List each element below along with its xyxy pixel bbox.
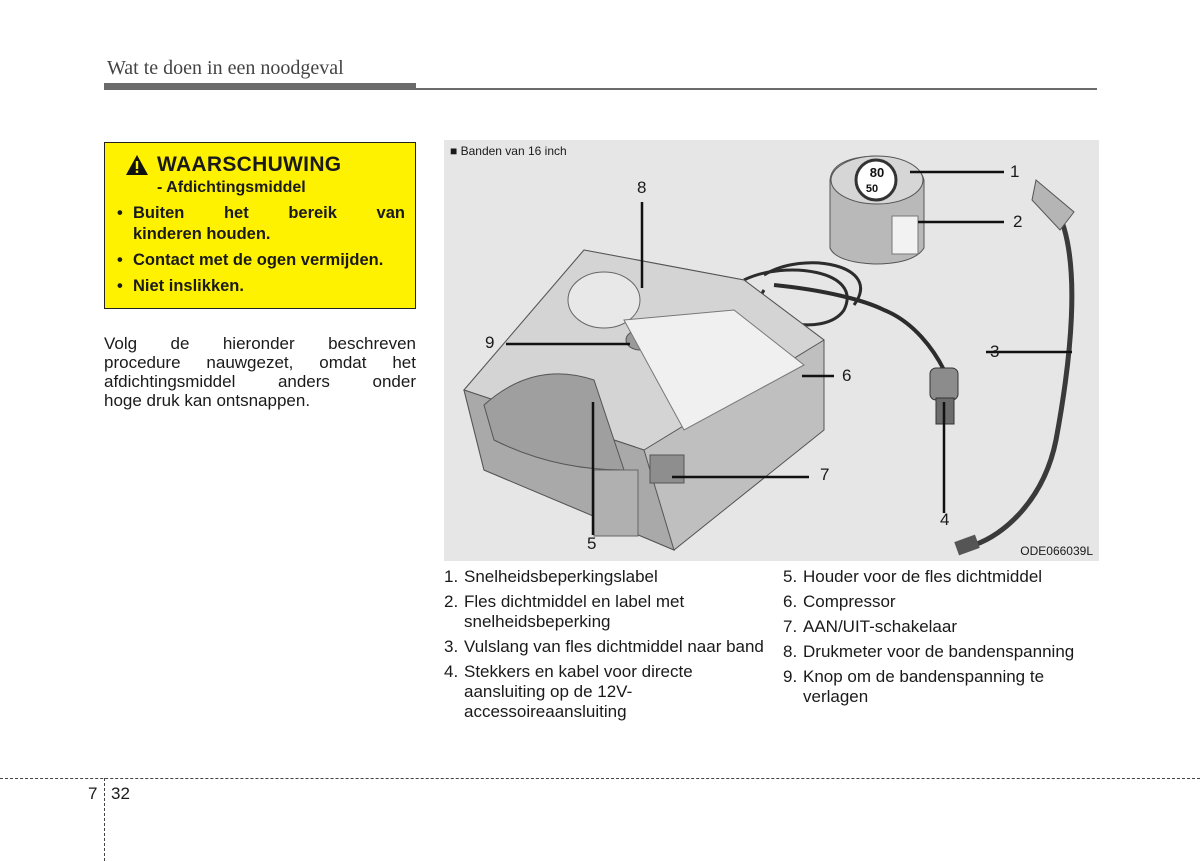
legend-item: 8. Drukmeter voor de bandenspanning <box>783 642 1103 662</box>
callout-3: 3 <box>990 342 1000 361</box>
paragraph-line: afdichtingsmiddel anders onder <box>104 372 416 391</box>
warning-list: Buiten het bereik van kinderen houden. Co… <box>117 203 405 297</box>
warning-triangle-icon <box>126 155 148 175</box>
paragraph-line: hoge druk kan ontsnappen. <box>104 391 311 410</box>
callout-4: 4 <box>940 510 950 529</box>
figure-caption: ■ Banden van 16 inch <box>450 144 567 158</box>
header-rule-thin <box>416 88 1097 90</box>
legend-text: Knop om de bandenspanning te verlagen <box>803 667 1045 706</box>
figure-caption-text: Banden van 16 inch <box>460 144 567 158</box>
chapter-number: 7 <box>88 784 98 803</box>
warning-item: Niet inslikken. <box>117 276 405 297</box>
compressor-body <box>463 249 825 551</box>
legend-number: 7. <box>783 617 798 636</box>
legend-number: 4. <box>444 662 459 681</box>
speed-label-50: 50 <box>866 183 878 195</box>
tire-repair-kit-illustration: 80 50 <box>463 155 1075 556</box>
page-number: 32 <box>111 784 130 803</box>
header-rule-thick <box>104 83 416 90</box>
legend-item: 6. Compressor <box>783 592 1103 612</box>
legend-right: 5. Houder voor de fles dichtmiddel 6. Comp… <box>783 567 1103 712</box>
callout-5: 5 <box>587 534 597 553</box>
legend-number: 6. <box>783 592 798 611</box>
callout-lines <box>506 170 1072 535</box>
vent-grille <box>593 469 639 537</box>
speed-label-80: 80 <box>870 165 884 180</box>
compressor-figure: 80 50 <box>444 140 1099 561</box>
footer-divider <box>104 778 105 861</box>
legend-number: 8. <box>783 642 798 661</box>
paragraph-line: procedure nauwgezet, omdat het <box>104 353 416 372</box>
legend-number: 9. <box>783 667 798 686</box>
callout-8: 8 <box>637 178 647 197</box>
legend-number: 2. <box>444 592 459 611</box>
legend-text: Snelheidsbeperkingslabel <box>464 567 658 586</box>
legend-item: 3. Vulslang van fles dichtmiddel naar ban… <box>444 637 764 657</box>
warning-item: Contact met de ogen vermijden. <box>117 250 405 271</box>
legend-left: 1. Snelheidsbeperkingslabel 2. Fles dichtm… <box>444 567 764 727</box>
filler-hose <box>973 206 1075 548</box>
warning-title: WAARSCHUWING <box>157 153 342 176</box>
power-cable <box>773 283 946 371</box>
warning-item-line: kinderen houden. <box>133 225 271 243</box>
legend-number: 1. <box>444 567 459 586</box>
callout-2: 2 <box>1013 212 1023 231</box>
pressure-gauge <box>567 271 641 329</box>
figure-code: ODE066039L <box>1020 544 1093 558</box>
footer-rule <box>0 778 1200 779</box>
legend-item: 7. AAN/UIT-schakelaar <box>783 617 1103 637</box>
hose-valve <box>954 534 980 556</box>
hose-connector <box>1031 179 1075 231</box>
section-title: Wat te doen in een noodgeval <box>107 57 344 79</box>
warning-heading: WAARSCHUWING <box>125 153 405 177</box>
instruction-paragraph: Volg de hieronder beschreven procedure n… <box>104 334 416 410</box>
legend-text: Compressor <box>803 592 896 611</box>
legend-item: 1. Snelheidsbeperkingslabel <box>444 567 764 587</box>
legend-text: Fles dichtmiddel en label met snelheidsb… <box>464 592 685 631</box>
warning-item: Buiten het bereik van kinderen houden. <box>117 203 405 245</box>
sealant-bottle: 80 50 <box>829 155 925 265</box>
legend-number: 3. <box>444 637 459 656</box>
legend-text: Vulslang van fles dichtmiddel naar band <box>464 637 764 656</box>
warning-item-line: Buiten het bereik van <box>133 204 405 222</box>
legend-item: 9. Knop om de bandenspanning te verlagen <box>783 667 1103 707</box>
legend-text: AAN/UIT-schakelaar <box>803 617 957 636</box>
legend-item: 4. Stekkers en kabel voor directe aanslui… <box>444 662 764 722</box>
legend-text: Drukmeter voor de bandenspanning <box>803 642 1075 661</box>
paragraph-line: Volg de hieronder beschreven <box>104 334 416 353</box>
instruction-label <box>623 309 805 431</box>
callout-6: 6 <box>842 366 852 385</box>
legend-text: Houder voor de fles dichtmiddel <box>803 567 1043 586</box>
legend-item: 5. Houder voor de fles dichtmiddel <box>783 567 1103 587</box>
callout-9: 9 <box>485 333 495 352</box>
callout-1: 1 <box>1010 162 1020 181</box>
warning-subtitle: - Afdichtingsmiddel <box>157 179 306 196</box>
warning-box: WAARSCHUWING - Afdichtingsmiddel Buiten … <box>104 142 416 309</box>
power-switch <box>649 454 685 484</box>
callout-7: 7 <box>820 465 830 484</box>
legend-number: 5. <box>783 567 798 586</box>
legend-item: 2. Fles dichtmiddel en label met snelheid… <box>444 592 764 632</box>
legend-text: Stekkers en kabel voor directe aansluiti… <box>464 662 693 721</box>
